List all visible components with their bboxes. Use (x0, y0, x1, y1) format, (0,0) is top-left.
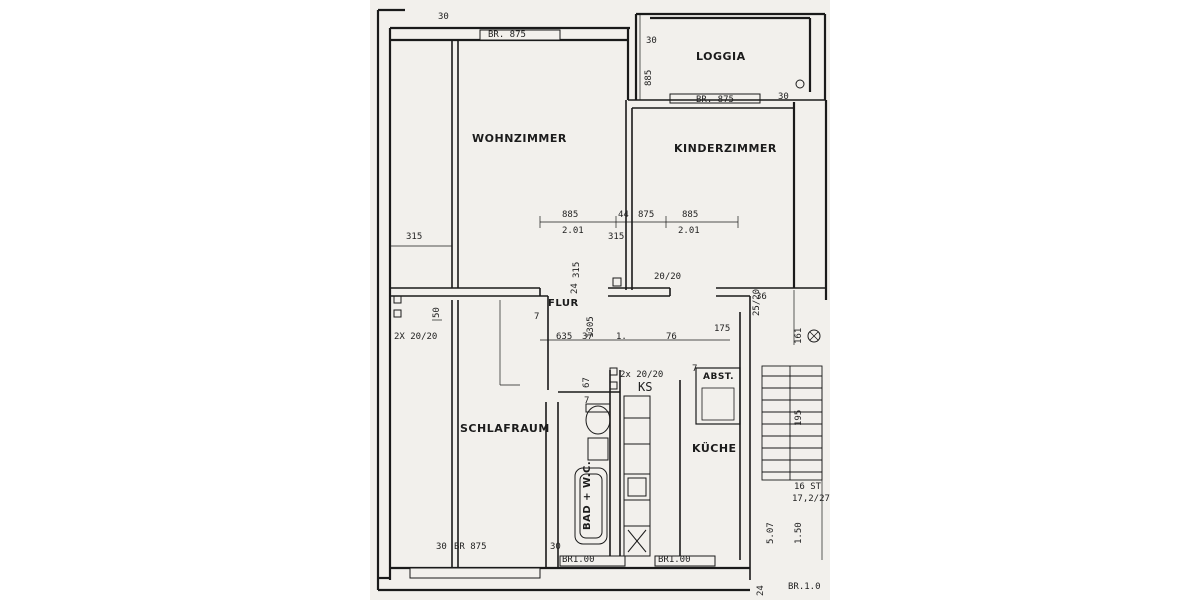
dim-2x2020-left: 2X 20/20 (394, 332, 438, 342)
dim-br-loggia: BR. 875 (696, 95, 734, 105)
dim-br-100-a: BR1.00 (562, 555, 595, 565)
dim-885-a: 885 (562, 210, 579, 220)
pipe-symbol (807, 329, 821, 343)
dim-ks: KS (638, 380, 653, 394)
dim-24b: 24 (756, 585, 766, 596)
room-wohnzimmer: WOHNZIMMER (472, 132, 567, 145)
dim-885-b: 885 (682, 210, 699, 220)
dim-315-vert: 315 (572, 261, 582, 278)
dim-30-sch-b: 30 (550, 542, 561, 552)
dim-31-mid: 315 (608, 232, 625, 242)
dimension-lines (390, 14, 823, 560)
staircase (761, 365, 823, 481)
dim-201-a: 2.01 (562, 226, 584, 236)
dim-30-top: 30 (438, 12, 449, 22)
interior-walls (390, 40, 826, 580)
bathroom-fixtures (574, 403, 611, 545)
dim-315-left: 315 (406, 232, 423, 242)
dim-37: 37 (582, 332, 593, 342)
dim-885-loggia: 885 (644, 69, 654, 86)
dim-507: 5.07 (766, 522, 776, 544)
dim-172: 17,2/27 (792, 494, 830, 504)
room-flur: FLUR (548, 298, 579, 309)
room-kueche: KÜCHE (692, 442, 737, 455)
dim-30-loggia-v: 30 (646, 36, 657, 46)
dim-br-top: BR. 875 (488, 30, 526, 40)
dim-67: 67 (582, 377, 592, 388)
kitchen-counter (623, 395, 651, 557)
dim-7: 7 (534, 312, 540, 322)
dim-30-sch-a: 30 (436, 542, 447, 552)
dim-201-b: 2.01 (678, 226, 700, 236)
dim-76: 76 (666, 332, 677, 342)
closet-outline (695, 367, 741, 425)
dim-br-corner: BR.1.0 (788, 582, 821, 592)
dim-50: 50 (432, 307, 442, 318)
floor-plan-drawing (376, 8, 828, 592)
dim-br-100-b: BR1.00 (658, 555, 691, 565)
dim-24: 24 (570, 283, 580, 294)
room-bad: BAD + W.C. (582, 460, 593, 530)
dim-2x2020-mid: 2x 20/20 (620, 370, 664, 380)
chimney-flues (393, 277, 622, 390)
dim-195: 195 (794, 409, 804, 426)
dim-36: 36 (756, 292, 767, 302)
dim-16st: 16 ST (794, 482, 822, 492)
floor-plan: WOHNZIMMER KINDERZIMMER LOGGIA FLUR SCHL… (370, 0, 830, 600)
drain-symbol (795, 79, 805, 89)
dim-2020: 20/20 (654, 272, 682, 282)
room-schlafraum: SCHLAFRAUM (460, 422, 550, 435)
room-loggia: LOGGIA (696, 50, 746, 63)
dim-30-loggia: 30 (778, 92, 789, 102)
dim-1305: 1305 (586, 316, 596, 338)
room-abst: ABST. (703, 372, 734, 382)
room-kinderzimmer: KINDERZIMMER (674, 142, 777, 155)
dim-150: 1.50 (794, 522, 804, 544)
dim-161: 161 (794, 327, 804, 344)
dim-7b: 7 (692, 364, 698, 374)
dim-875: 875 (638, 210, 655, 220)
dim-44: 44 (618, 210, 629, 220)
windows (409, 29, 761, 579)
dim-br-bottom: BR 875 (454, 542, 487, 552)
dim-7c: 7 (584, 396, 590, 406)
dim-1: 1. (616, 332, 627, 342)
dim-175: 175 (714, 324, 731, 334)
dim-635: 635 (556, 332, 573, 342)
